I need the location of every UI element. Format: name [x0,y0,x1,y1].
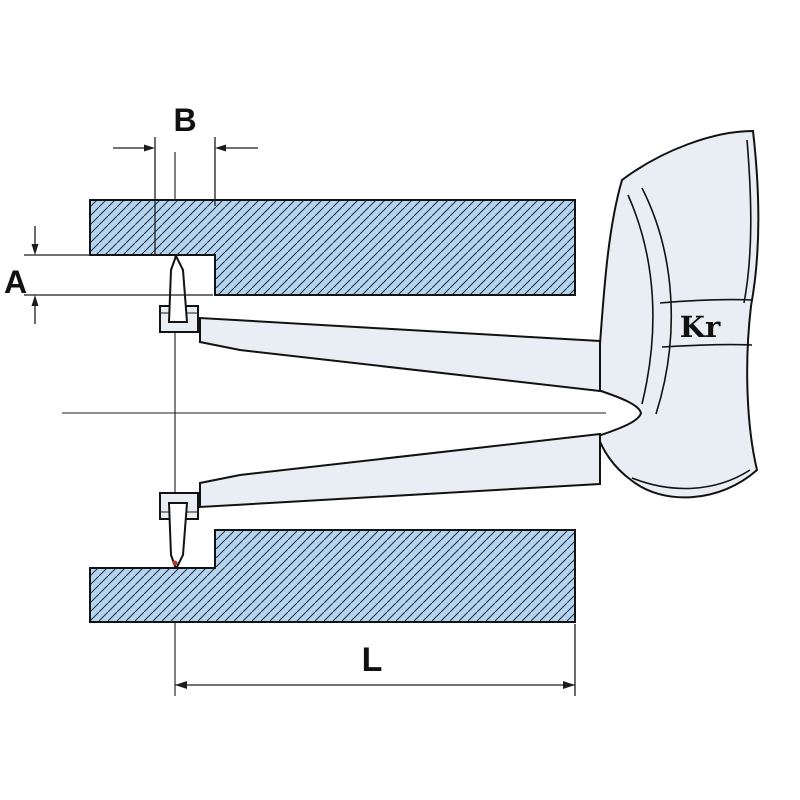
caliper-body [596,129,760,499]
body-bow-arc-outer [627,194,654,405]
workpiece-section [89,199,576,623]
caliper-upper-arm [199,316,601,393]
dim-b-arrow-right [215,144,226,152]
dim-a-arrow-up [31,295,39,306]
dimension-l: L [175,624,576,696]
logo-band-top-line [659,298,754,304]
caliper-gauge: Kr [159,129,760,572]
dimension-a: A [4,226,213,324]
dim-a-label: A [4,264,27,300]
body-bottom-inner-line [631,469,751,490]
dim-a-arrow-down [31,244,39,255]
body-bow-arc-inner [641,187,673,415]
dim-l-arrow-left [175,681,187,689]
brand-text: Kr [680,310,721,344]
dim-l-label: L [362,641,383,679]
body-right-inner-line [743,139,752,304]
dimension-b: B [113,102,258,256]
dim-b-label: B [173,102,196,138]
lower-tip-contact-dot [172,560,178,566]
caliper-lower-arm [199,432,601,509]
dim-l-arrow-right [563,681,575,689]
dim-b-arrow-left [144,144,155,152]
lower-measuring-tip [167,502,189,572]
workpiece-bottom-hatch [89,529,576,623]
upper-measuring-tip [167,253,189,323]
logo-band-bottom-line [661,343,753,348]
